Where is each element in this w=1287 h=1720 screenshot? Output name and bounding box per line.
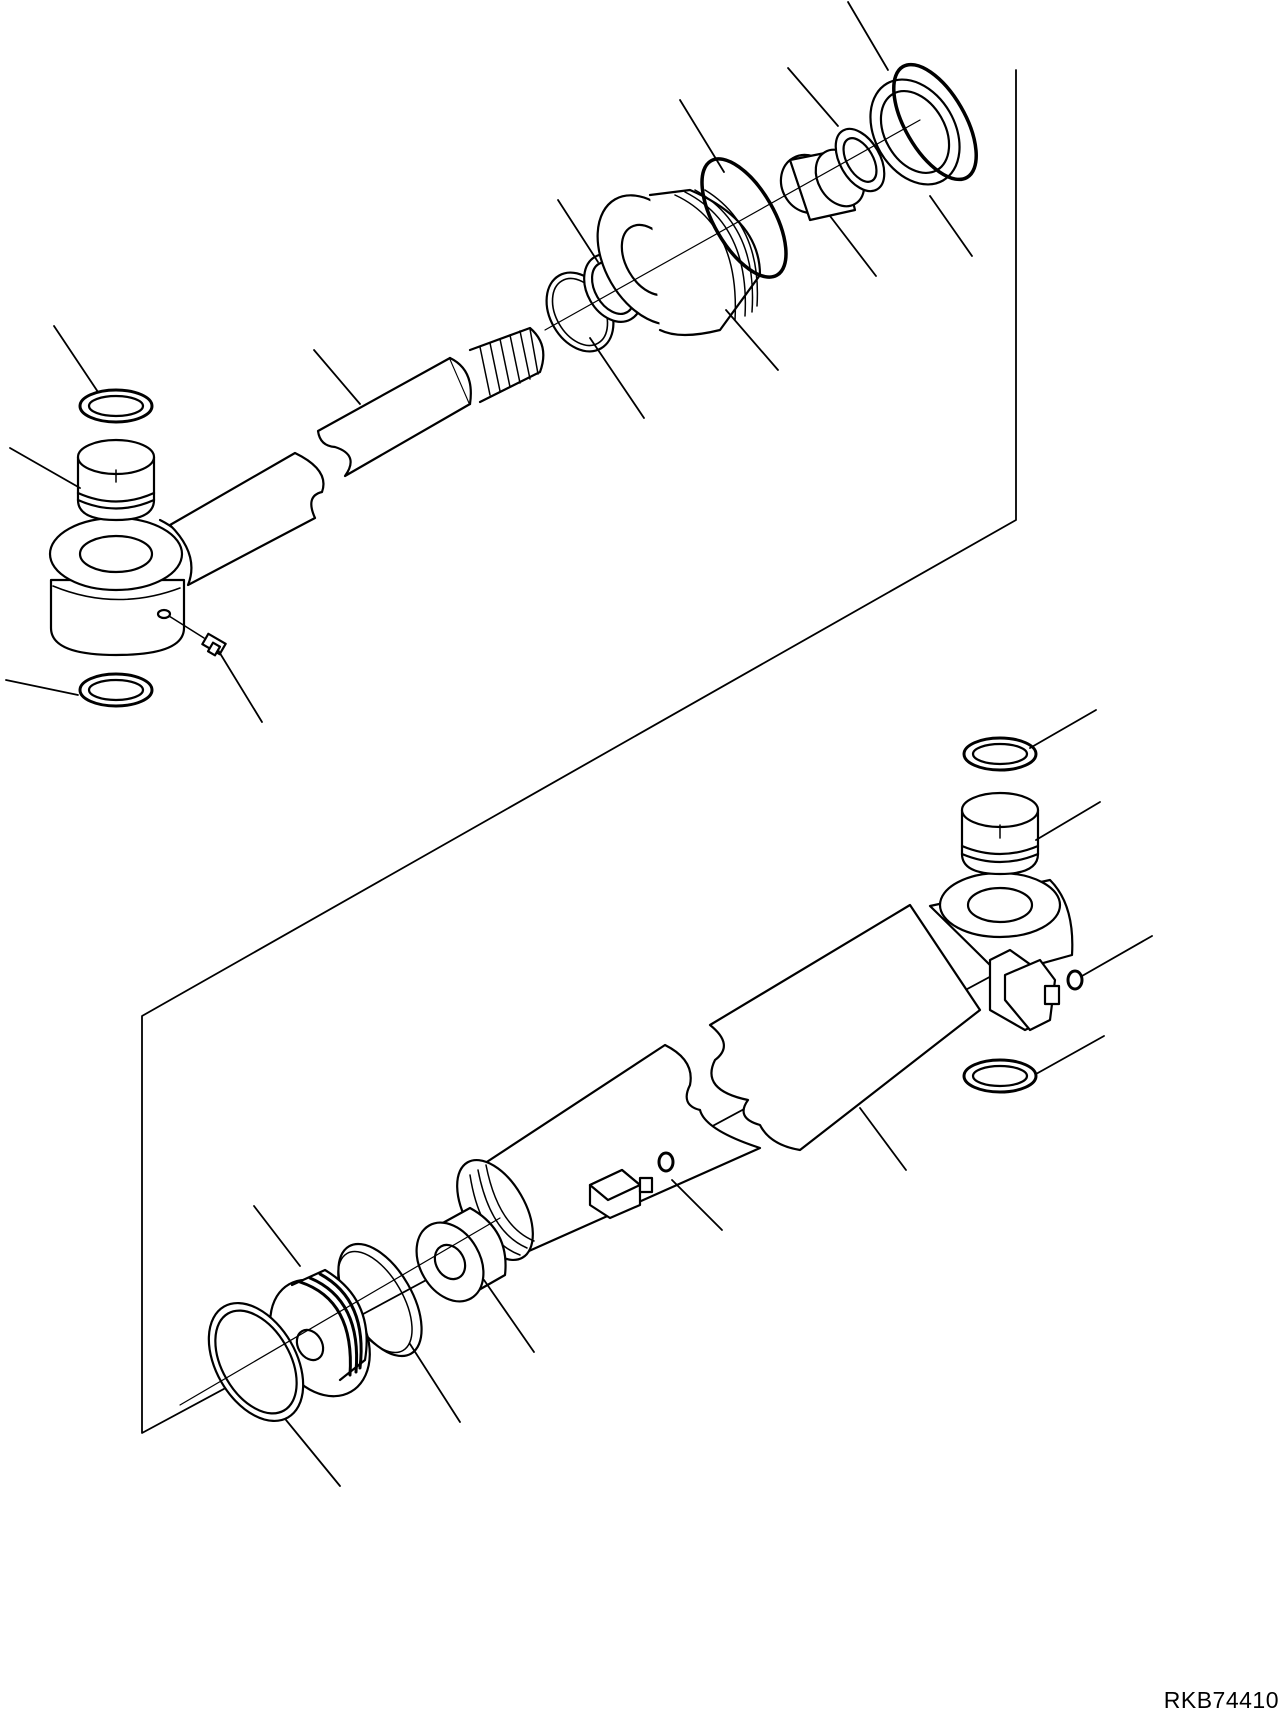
rod-eye-upper-seal: [78, 388, 154, 424]
bottom-eye-upper-seal: [962, 736, 1038, 772]
wiper-ring: [892, 62, 978, 182]
tube-port-block: [588, 1168, 654, 1220]
cylinder-head: [596, 188, 762, 337]
grease-fitting: [168, 615, 227, 657]
diagram-reference-code: RKB74410: [1163, 1687, 1279, 1713]
bottom-eye-lower-seal: [962, 1058, 1038, 1094]
wear-bushing: [779, 148, 866, 222]
rod-eye: [48, 516, 198, 657]
lower-axis-line: [179, 1217, 501, 1406]
cylinder-bottom-eye: [928, 871, 1074, 977]
hydraulic-port-block: [988, 948, 1061, 1032]
piston-rod: [168, 326, 545, 587]
upper-axis-line: [544, 119, 921, 331]
piston-nut: [415, 1206, 507, 1303]
piston-wear-ring: [207, 1301, 305, 1423]
rod-eye-bushing: [76, 438, 156, 522]
rod-eye-lower-seal: [78, 672, 154, 708]
bottom-eye-bushing: [960, 791, 1040, 876]
cylinder-tube: [456, 903, 982, 1262]
port-o-ring: [1066, 969, 1084, 991]
leader-lines: [5, 1, 1153, 1487]
tube-port-o-ring: [657, 1151, 675, 1173]
